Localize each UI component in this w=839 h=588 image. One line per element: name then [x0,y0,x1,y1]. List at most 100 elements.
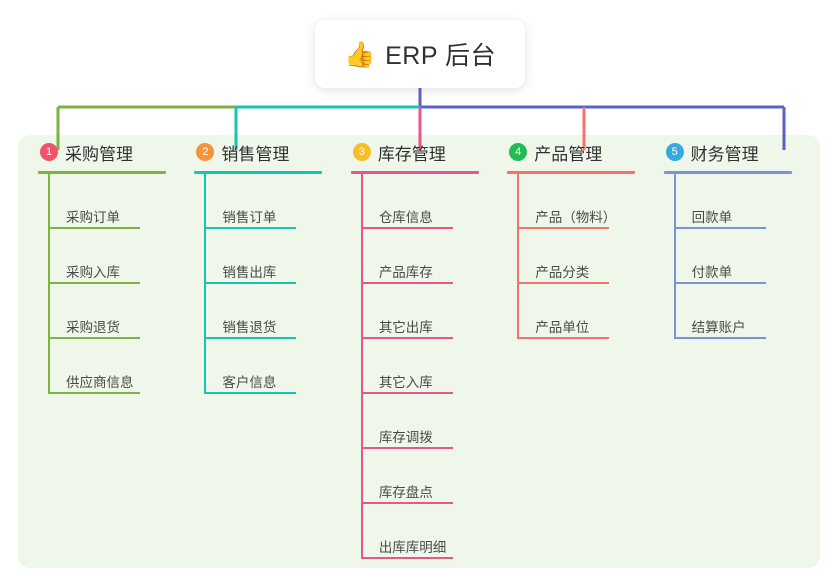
leaf-node[interactable]: 结算账户 [673,284,820,339]
branch-number-badge: 1 [40,143,58,161]
branch-title: 库存管理 [377,144,446,164]
leaf-node-label: 仓库信息 [378,210,433,226]
leaf-underline [673,337,766,339]
leaf-underline [360,282,453,284]
leaf-node[interactable]: 付款单 [673,229,820,284]
leaf-node-label: 销售出库 [222,265,277,281]
leaf-node[interactable]: 客户信息 [204,339,350,394]
thumbs-up-icon: 👍 [343,39,376,69]
leaf-node-label: 结算账户 [691,320,746,336]
leaf-node-label: 其它入库 [378,375,433,391]
leaf-node-label: 采购入库 [66,265,120,281]
leaf-node[interactable]: 其它出库 [360,284,507,339]
branch-column-4: 4 产品管理产品（物料） 产品分类产品单位 [507,135,663,568]
branch-children: 采购订单采购入库采购退货供应商信息 [48,174,194,394]
root-node[interactable]: 👍 ERP 后台 [315,20,525,88]
leaf-node-label: 库存调拨 [378,430,433,446]
branch-header-4[interactable]: 4 产品管理 [507,135,663,169]
branch-column-2: 2 销售管理销售订单销售出库销售退货客户信息 [194,135,350,568]
leaf-node[interactable]: 产品库存 [360,229,507,284]
branch-children: 回款单付款单结算账户 [673,174,820,339]
leaf-node-label: 产品（物料） [535,210,617,226]
leaf-node[interactable]: 仓库信息 [360,174,507,229]
leaf-node-label: 付款单 [691,265,733,281]
branch-header-2[interactable]: 2 销售管理 [194,135,350,169]
branch-title: 采购管理 [65,144,133,164]
leaf-underline [673,282,766,284]
leaf-underline [204,392,297,394]
leaf-node[interactable]: 出库库明细 [360,504,507,559]
branch-number-badge: 2 [196,143,215,161]
branch-children: 产品（物料） 产品分类产品单位 [517,174,663,339]
leaf-node-label: 其它出库 [378,320,433,336]
leaf-node[interactable]: 销售出库 [204,229,350,284]
leaf-node-label: 客户信息 [222,375,277,391]
branch-number-badge: 5 [665,143,684,161]
leaf-underline [204,227,297,229]
leaf-underline [204,337,297,339]
leaf-underline [360,447,453,449]
leaf-underline [48,392,140,394]
branch-underline [507,171,636,174]
leaf-node-label: 采购退货 [66,320,120,336]
leaf-underline [48,337,140,339]
branch-spine [517,174,520,339]
leaf-node-label: 销售订单 [222,210,277,226]
leaf-node-label: 销售退货 [222,320,277,336]
leaf-underline [360,337,453,339]
branch-header-5[interactable]: 5 财务管理 [664,135,820,169]
leaf-underline [360,392,453,394]
branch-title: 销售管理 [221,144,290,164]
leaf-node[interactable]: 采购退货 [48,284,194,339]
branch-spine [48,174,50,394]
leaf-node[interactable]: 库存盘点 [360,449,507,504]
leaf-underline [48,282,140,284]
leaf-node-label: 产品库存 [378,265,433,281]
branch-column-3: 3 库存管理仓库信息产品库存其它出库其它入库库存调拨库存盘点出库库明细 [350,135,507,568]
branch-number-badge: 3 [352,143,371,161]
leaf-underline [360,557,453,559]
leaf-node-label: 库存盘点 [378,485,433,501]
leaf-underline [517,282,610,284]
branch-header-3[interactable]: 3 库存管理 [351,135,507,169]
branch-column-5: 5 财务管理回款单付款单结算账户 [663,135,820,568]
branch-spine [673,174,676,339]
leaf-node[interactable]: 销售退货 [204,284,350,339]
leaf-node-label: 产品分类 [535,265,590,281]
branch-underline [38,171,166,174]
leaf-underline [48,227,140,229]
leaf-node[interactable]: 供应商信息 [48,339,194,394]
leaf-underline [204,282,297,284]
leaf-underline [673,227,766,229]
leaf-node[interactable]: 销售订单 [204,174,350,229]
branch-title: 产品管理 [534,144,603,164]
branch-spine [204,174,207,394]
leaf-node[interactable]: 采购订单 [48,174,194,229]
leaf-node[interactable]: 采购入库 [48,229,194,284]
leaf-underline [517,227,610,229]
leaf-underline [517,337,610,339]
leaf-underline [360,227,453,229]
leaf-node[interactable]: 库存调拨 [360,394,507,449]
branch-children: 仓库信息产品库存其它出库其它入库库存调拨库存盘点出库库明细 [360,174,507,559]
branch-header-1[interactable]: 1 采购管理 [38,135,194,169]
branch-children: 销售订单销售出库销售退货客户信息 [204,174,350,394]
leaf-node-label: 产品单位 [535,320,590,336]
leaf-node[interactable]: 产品（物料） [517,174,663,229]
leaf-node[interactable]: 其它入库 [360,339,507,394]
leaf-node-label: 采购订单 [66,210,120,226]
branch-title: 财务管理 [690,144,759,164]
leaf-node-label: 出库库明细 [378,540,447,556]
leaf-node[interactable]: 产品分类 [517,229,663,284]
leaf-node[interactable]: 产品单位 [517,284,663,339]
branch-underline [663,171,792,174]
branch-number-badge: 4 [509,143,528,161]
branch-underline [350,171,479,174]
leaf-node[interactable]: 回款单 [673,174,820,229]
leaf-node-label: 回款单 [691,210,733,226]
branch-underline [194,171,323,174]
branch-spine [360,174,363,559]
leaf-node-label: 供应商信息 [66,375,134,391]
